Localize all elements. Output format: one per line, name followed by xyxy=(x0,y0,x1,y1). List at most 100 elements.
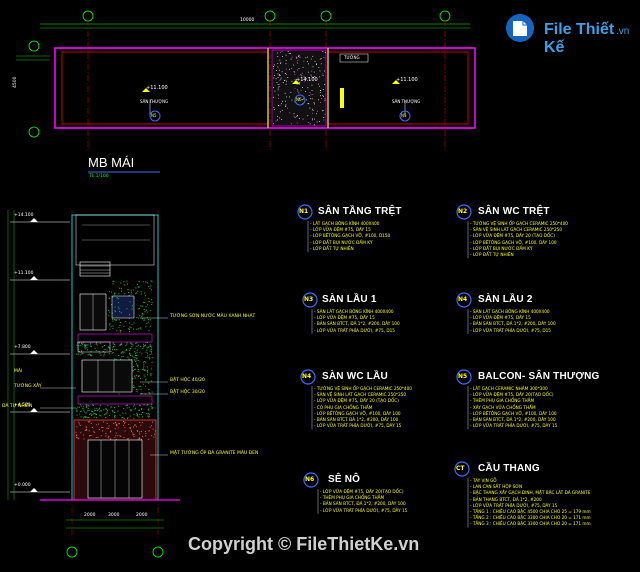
spec-line: - LỚP ĐẤT BỤI NƯỚC ĐẦM KỸ xyxy=(470,245,533,251)
roof-marker-mid: N6 xyxy=(296,97,302,102)
spec-line: - LỚP VỮA TRÁT PHÍA DƯỚI, #75, DÀY 15 xyxy=(470,502,558,508)
level-0000: +0.000 xyxy=(14,483,31,488)
spec-code-2: N3 xyxy=(304,296,314,303)
spec-line: - LÁT GẠCH CERAMIC NHÁM 300*300 xyxy=(470,386,548,391)
spec-line: - LỚP VỮA TRÁT PHÍA DƯỚI, #75, D15 xyxy=(470,327,551,333)
spec-title-5: BALCON- SÂN THƯỢNG xyxy=(478,371,600,382)
note-bat-hoc-2: BẬT HỘC 30/20 xyxy=(170,390,205,395)
spec-line: - LỚP VỮA ĐỆM #75, DÀY 20 (TẠO DỐC) xyxy=(470,233,555,239)
roof-level-right: +11.100 xyxy=(396,77,418,83)
level-11100: +11.100 xyxy=(14,271,34,276)
level-4500: +4.500 xyxy=(14,403,31,408)
spec-title-6: SÊ NÔ xyxy=(328,474,361,485)
spec-line: - BẢN SÀN BTCT, ĐÁ 1*2, #200, DÀY 100 xyxy=(470,321,556,327)
spec-line: - SÀN VỆ SINH LÁT GẠCH CERAMIC 250*250 xyxy=(470,227,562,233)
roof-label-left: SÂN THƯỢNG xyxy=(140,99,169,104)
roof-total-dimension: 10000 xyxy=(240,18,255,23)
spec-markers xyxy=(297,204,472,488)
spec-line: - LỚP BÊTÔNG GẠCH VỠ, #100, DÀY 100 xyxy=(470,239,557,245)
logo-mark xyxy=(506,14,534,42)
spec-title-2: SÀN LẦU 1 xyxy=(322,294,377,305)
level-7800: +7.800 xyxy=(14,345,31,350)
logo-name: File Thiết Kế xyxy=(544,21,615,56)
spec-code-3: N4 xyxy=(458,296,468,303)
spec-line: - BẢN SÀN BTCT ĐÁ 1*2, #200, DÀY 100 xyxy=(314,417,399,422)
spec-line: - LỚP BÊTÔNG GẠCH VỠ, #100, DÀY 100 xyxy=(314,410,401,416)
spec-title-0: SÂN TẦNG TRỆT xyxy=(318,206,402,217)
granite-texture xyxy=(75,421,156,440)
roof-label-right: SÂN THƯỢNG xyxy=(392,99,421,104)
spec-line: - THÊM PHỤ GIA CHỐNG THẤM xyxy=(470,398,535,404)
spec-line: - SÀN LÁT GẠCH BÔNG KÍNH 400X400 xyxy=(314,309,394,314)
spec-line: - LỚP VỮA TRÁT PHÍA DƯỚI, #75, DÀY 15 xyxy=(320,507,408,513)
spec-line: - LỚP VỮA ĐỆM #75, DÀY 15 xyxy=(310,227,371,233)
spec-title-4: SÀN WC LẦU xyxy=(322,371,388,382)
spec-line: - TAY VỊN GỖ xyxy=(470,478,497,483)
spec-line: - LỚP VỮA TRÁT PHÍA DƯỚI, #75, DÀY 15 xyxy=(470,423,558,429)
spec-line: - LỚP VỮA ĐỆM #75, DÀY 20 (TẠO DỐC) xyxy=(314,398,399,404)
spec-line: - LỚP VỮA TRÁT PHÍA DƯỚI, #75, DÀY 15 xyxy=(314,423,402,429)
spec-line: - LỚP ĐẤT TỰ NHIÊN xyxy=(310,245,354,251)
spec-line: - LỚP BÊTÔNG GẠCH VỠ, #100, DÀY 100 xyxy=(470,410,557,416)
level-14100: +14.100 xyxy=(14,213,34,218)
spec-line: - LỚP VỮA ĐỆM #75, DÀY 20(TẠO DỐC) xyxy=(320,489,404,494)
spec-line: - LỚP BÊTÔNG GẠCH VỠ, #100, D150 xyxy=(310,233,391,239)
spec-title-1: SÂN WC TRỆT xyxy=(478,206,550,217)
note-bat-hoc-1: BẬT HỘC 40/20 xyxy=(170,378,205,383)
spec-line: - LAN CAN SẮT HỘP SƠN xyxy=(470,484,523,490)
spec-code-4: N4 xyxy=(302,373,312,380)
note-granite: MẶT TƯỜNG ỐP ĐÁ GRANITE MÀU ĐEN xyxy=(170,451,259,456)
spec-line: - LỚP VỮA ĐỆM #75, DÀY 20(TẠO DỐC) xyxy=(470,392,554,398)
bottom-dim-3: 2000 xyxy=(136,513,148,518)
roof-marker-right: N5 xyxy=(401,113,407,118)
bottom-dim-2: 3000 xyxy=(108,513,120,518)
spec-line: - LỚP VỮA ĐỆM #75, DÀY 15 xyxy=(470,315,531,321)
roof-plan xyxy=(16,10,476,173)
green-wall-texture xyxy=(76,280,153,419)
roof-level-mid: +14.100 xyxy=(296,77,318,83)
spec-line: - BẢN SÀN BTCT, ĐÁ 1*2, #200, DÀY 100 xyxy=(470,417,556,422)
roof-side-dimension: 4500 xyxy=(13,76,18,88)
spec-line: - CÓ PHỤ GIA CHỐNG THẤM xyxy=(314,404,373,410)
spec-line: - LÁT GẠCH BÔNG KÍNH 400X400 xyxy=(310,221,380,226)
spec-line: - SÀN LÁT GẠCH BÔNG KÍNH 400X400 xyxy=(470,309,550,314)
spec-line: - TẦNG 3 : CHIỀU CAO BẬC 3300 CHIA CHO 2… xyxy=(470,521,591,527)
site-logo[interactable]: File Thiết Kế .vn xyxy=(500,8,636,56)
spec-code-7: CT xyxy=(456,465,465,472)
spec-line: - LỚP ĐẤT TỰ NHIÊN xyxy=(470,252,514,257)
logo-tld: .vn xyxy=(616,26,630,37)
copyright-notice: Copyright © FileThietKe.vn xyxy=(188,534,420,554)
roof-level-left: +11.100 xyxy=(146,85,168,91)
spec-line: - LỚP VỮA ĐỆM #75, DÀY 15 xyxy=(314,315,375,321)
spec-line: - SÀN VỆ SINH LÁT GẠCH CERAMIC 250*250 xyxy=(314,392,406,398)
spec-line: - BẢN SÀN BTCT, ĐÁ 1*2, #200, DÀY 100 xyxy=(320,501,406,507)
spec-line: - LỚP VỮA TRÁT PHÍA DƯỚI, #75, D15 xyxy=(314,327,395,333)
spec-code-1: N2 xyxy=(458,208,468,215)
spec-line: - TẦNG 2 : CHIỀU CAO BẬC 3300 CHIA CHO 2… xyxy=(470,515,591,521)
left-note-2: TƯỜNG XÂY xyxy=(14,384,42,389)
left-note-1: MÁI xyxy=(14,369,23,374)
spec-code-6: N6 xyxy=(305,476,315,483)
spec-title-7: CẦU THANG xyxy=(478,463,540,474)
spec-code-5: N5 xyxy=(458,373,468,380)
spec-line: - XÂY GẠCH VỮA CHỐNG THẤM xyxy=(470,404,536,410)
spec-line: - BẢN THANG BTCT, ĐÁ 1*2, #200 xyxy=(470,496,542,502)
spec-line: - BẬC THANG XÂY GẠCH ĐINH, MẶT BẬC LÁT Đ… xyxy=(470,490,591,496)
roof-plan-scale: TL 1/100 xyxy=(89,174,109,179)
bottom-dim-1: 2000 xyxy=(84,513,96,518)
roof-plan-title: MB MÁI xyxy=(88,155,135,170)
front-elevation xyxy=(7,210,180,558)
spec-line: - TƯỜNG VỆ SINH ỐP GẠCH CERAMIC 250*400 xyxy=(314,386,412,391)
spec-line: - BẢN SÀN BTCT, ĐÁ 1*2, #200, DÀY 100 xyxy=(314,321,400,327)
spec-code-0: N1 xyxy=(299,208,309,215)
spec-title-3: SÀN LẦU 2 xyxy=(478,294,533,305)
left-note-3: ĐÁ TỰ NHIÊN xyxy=(2,404,33,409)
note-paint-wall: TƯỜNG SƠN NƯỚC MÀU XANH NHẠT xyxy=(170,314,256,319)
roof-note: TƯỜNG xyxy=(344,55,360,60)
spec-line: - TẦNG 1 : CHIỀU CAO BẬC 4500 CHIA CHO 2… xyxy=(470,509,591,514)
roof-marker-left: N5 xyxy=(151,113,157,118)
spec-line: - THÊM PHỤ GIA CHỐNG THẤM xyxy=(320,495,385,501)
spec-line: - TƯỜNG VỆ SINH ỐP GẠCH CERAMIC 250*400 xyxy=(470,221,568,226)
spec-line: - LỚP ĐẤT BỤI NƯỚC ĐẦM KỸ xyxy=(310,239,373,245)
